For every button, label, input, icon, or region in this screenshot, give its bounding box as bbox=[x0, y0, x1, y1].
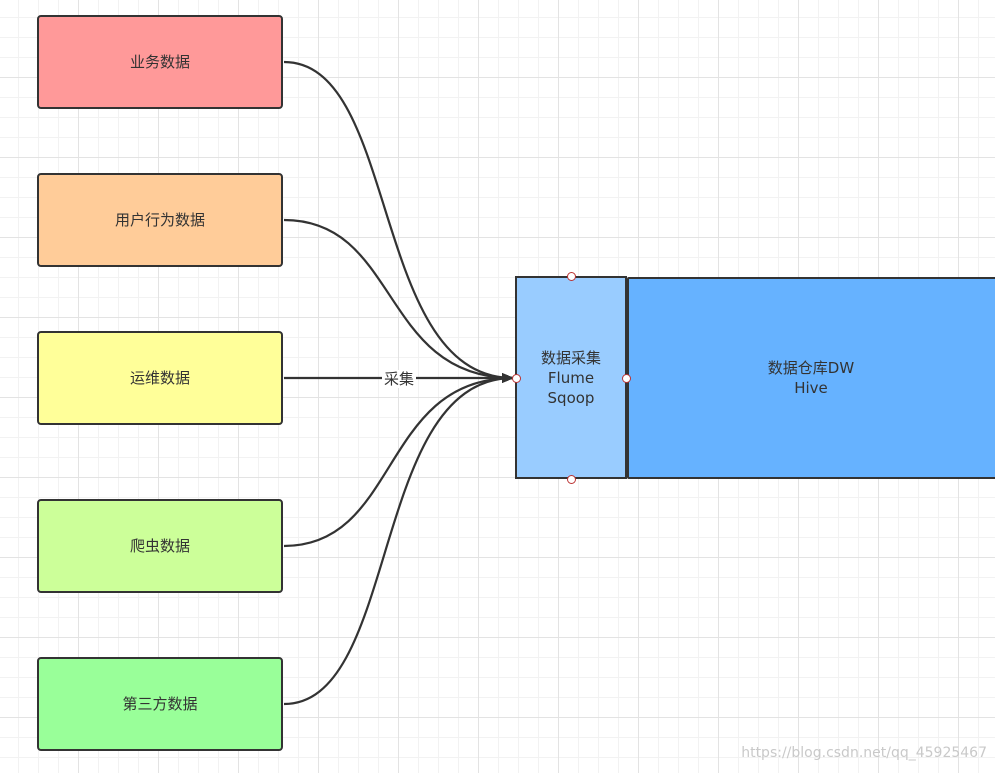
edge-third-party-to-collection[interactable] bbox=[283, 373, 514, 706]
source-label-crawler: 爬虫数据 bbox=[129, 537, 190, 555]
connection-handle-top[interactable] bbox=[567, 272, 576, 281]
warehouse-tool-hive: Hive bbox=[794, 379, 828, 397]
warehouse-title: 数据仓库DW bbox=[767, 359, 855, 377]
edge-business-to-collection[interactable] bbox=[283, 60, 514, 383]
source-node-crawler[interactable]: 爬虫数据 bbox=[37, 499, 283, 593]
collection-tool-sqoop: Sqoop bbox=[547, 388, 595, 407]
source-label-business: 业务数据 bbox=[129, 53, 190, 71]
collection-tool-flume: Flume bbox=[547, 368, 595, 387]
source-node-business[interactable]: 业务数据 bbox=[37, 15, 283, 109]
connection-handle-bottom[interactable] bbox=[567, 475, 576, 484]
collection-node[interactable]: 数据采集 Flume Sqoop bbox=[515, 276, 627, 479]
watermark-text: https://blog.csdn.net/qq_45925467 bbox=[741, 745, 987, 761]
warehouse-node[interactable]: 数据仓库DW Hive bbox=[627, 277, 995, 479]
source-node-user-behavior[interactable]: 用户行为数据 bbox=[37, 173, 283, 267]
edge-crawler-to-collection[interactable] bbox=[283, 373, 514, 548]
source-node-third-party[interactable]: 第三方数据 bbox=[37, 657, 283, 751]
edge-user-behavior-to-collection[interactable] bbox=[283, 218, 514, 383]
connection-handle-right[interactable] bbox=[622, 374, 631, 383]
connection-handle-left[interactable] bbox=[512, 374, 521, 383]
source-label-ops: 运维数据 bbox=[129, 369, 190, 387]
source-label-user-behavior: 用户行为数据 bbox=[114, 211, 205, 229]
source-node-ops[interactable]: 运维数据 bbox=[37, 331, 283, 425]
collection-title: 数据采集 bbox=[540, 348, 601, 367]
edge-label-collect: 采集 bbox=[382, 370, 417, 388]
source-label-third-party: 第三方数据 bbox=[122, 695, 198, 713]
